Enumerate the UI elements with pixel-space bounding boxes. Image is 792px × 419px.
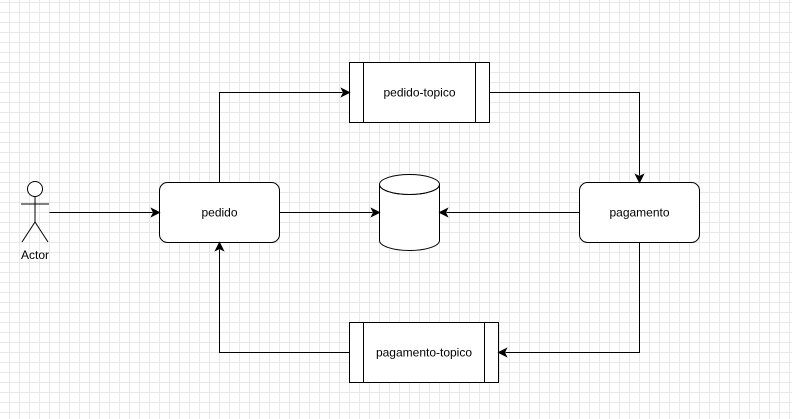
pagamento-node[interactable]: pagamento [579, 182, 700, 243]
actor-head [27, 181, 43, 197]
edge-pagamento-topico-to-pedido [214, 241, 350, 353]
pagamento-topico-node[interactable]: pagamento-topico [349, 322, 499, 383]
actor-label: Actor [21, 248, 49, 262]
pedido-topico-node[interactable]: pedido-topico [349, 62, 490, 123]
pedido-label: pedido [201, 206, 237, 220]
edge-pagamento-to-pagamento-topico [497, 242, 640, 358]
actor-left-leg [21, 221, 36, 243]
edge-actor-to-pedido [49, 207, 161, 218]
database-top-front [379, 184, 440, 195]
edge-pedido-to-pedido-topico [219, 87, 351, 183]
pagamento-label: pagamento [609, 206, 669, 220]
pedido-node[interactable]: pedido [159, 182, 280, 243]
database-body [379, 184, 440, 251]
database-cylinder[interactable] [379, 174, 440, 251]
edge-pedido-topico-to-pagamento [489, 92, 645, 184]
pagamento-topico-label: pagamento-topico [376, 346, 472, 360]
pedido-topico-label: pedido-topico [383, 86, 455, 100]
edge-pedido-to-database [279, 207, 381, 218]
edge-pagamento-to-database [438, 207, 580, 218]
actor-figure[interactable] [21, 181, 49, 243]
actor-right-leg [34, 221, 49, 243]
